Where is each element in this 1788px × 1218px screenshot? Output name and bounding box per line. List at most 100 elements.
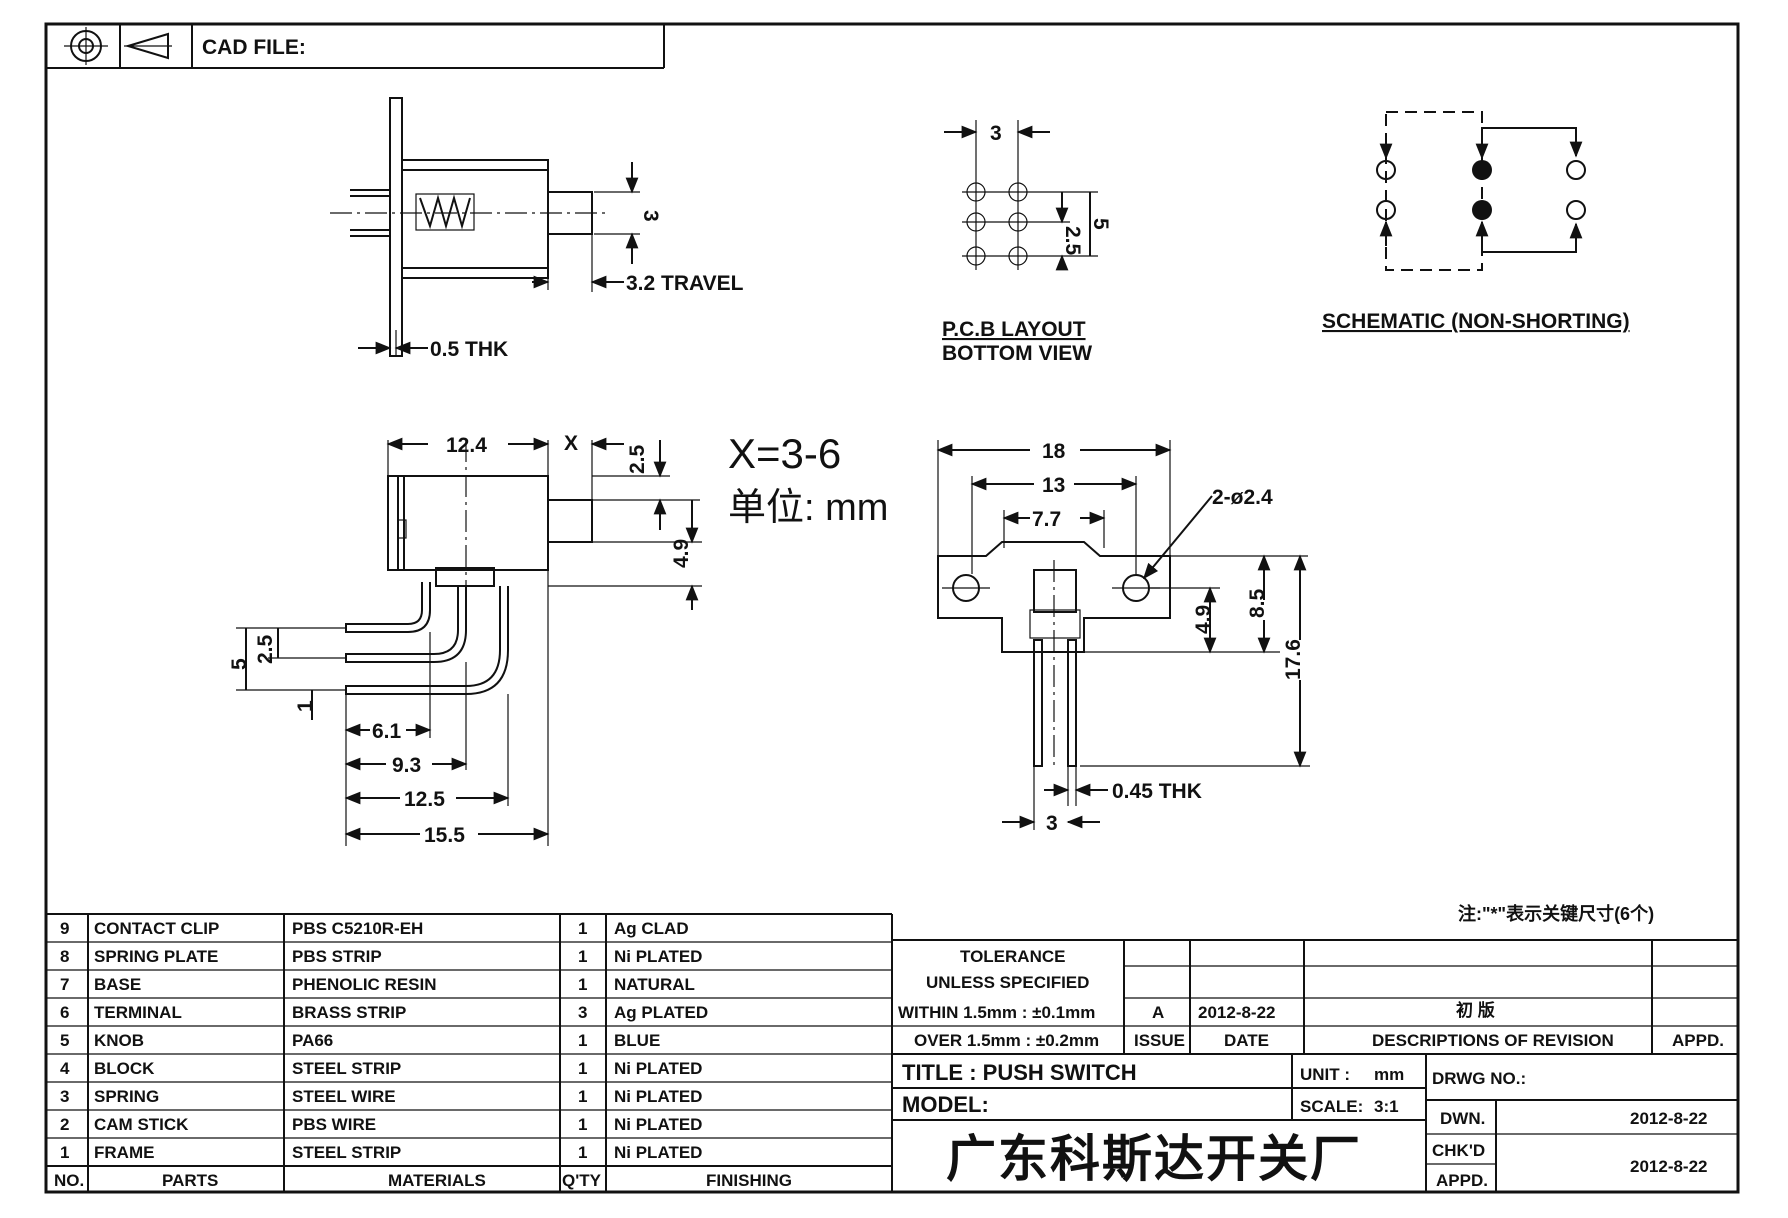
tolerance-title: TOLERANCE [960, 947, 1065, 966]
dim-7-7: 7.7 [1032, 508, 1061, 531]
pcb-pitch-x: 3 [990, 122, 1002, 145]
tolerance-line1: WITHIN 1.5mm : ±0.1mm [898, 1003, 1095, 1022]
unit-label: UNIT : [1300, 1065, 1350, 1084]
bom-cell-finish: BLUE [614, 1031, 660, 1050]
bom-header-materials: MATERIALS [388, 1171, 486, 1190]
bom-cell-part: SPRING PLATE [94, 947, 218, 966]
bom-cell-no: 3 [60, 1087, 69, 1106]
dim-x: X [564, 432, 578, 455]
model-label: MODEL: [902, 1092, 989, 1117]
cad-file-label: CAD FILE: [202, 36, 306, 59]
bom-header: NO. PARTS MATERIALS Q'TY FINISHING [54, 1171, 792, 1190]
appd2-label: APPD. [1436, 1171, 1488, 1190]
bom-cell-no: 8 [60, 947, 69, 966]
bom-cell-finish: Ag PLATED [614, 1003, 708, 1022]
bom-cell-finish: Ag CLAD [614, 919, 689, 938]
bom-cell-no: 9 [60, 919, 69, 938]
revision-issue: A [1152, 1003, 1164, 1022]
bom-cell-qty: 1 [578, 919, 587, 938]
bom-cell-no: 5 [60, 1031, 69, 1050]
bom-cell-finish: Ni PLATED [614, 1087, 702, 1106]
dim-pitch-3: 3 [1046, 812, 1058, 835]
bom-cell-part: KNOB [94, 1031, 144, 1050]
dim-15-5: 15.5 [424, 824, 465, 847]
title-block [892, 939, 1738, 1192]
bom-cell-part: BASE [94, 975, 141, 994]
bom-cell-material: STEEL STRIP [292, 1143, 401, 1162]
bom-cell-no: 4 [60, 1059, 70, 1078]
bom-cell-material: PBS STRIP [292, 947, 382, 966]
bom-table [46, 913, 893, 1192]
schematic-caption: SCHEMATIC (NON-SHORTING) [1322, 310, 1630, 333]
tolerance-subtitle: UNLESS SPECIFIED [926, 973, 1089, 992]
pcb-caption-1: P.C.B LAYOUT [942, 318, 1086, 341]
front-view: 18 13 7.7 2-ø2.4 4.9 8.5 17.6 0.45 THK [936, 440, 1310, 835]
bom-cell-material: STEEL WIRE [292, 1087, 396, 1106]
unit-value: mm [1374, 1065, 1404, 1084]
bom-cell-qty: 1 [578, 1087, 587, 1106]
dim-left-2-5: 2.5 [254, 634, 277, 664]
bom-header-no: NO. [54, 1171, 84, 1190]
bom-cell-no: 1 [60, 1143, 69, 1162]
dim-thk-0-45: 0.45 THK [1112, 780, 1202, 803]
bom-cell-no: 2 [60, 1115, 69, 1134]
dim-height-3: 3 [639, 210, 662, 222]
dim-thk: 0.5 THK [430, 338, 508, 361]
dim-holes: 2-ø2.4 [1212, 486, 1273, 509]
pcb-layout: 3 2.5 5 P.C.B LAYOUT BOTTOM VIEW [942, 120, 1112, 365]
bom-cell-qty: 1 [578, 1059, 587, 1078]
bom-cell-qty: 1 [578, 1031, 587, 1050]
issue-label: ISSUE [1134, 1031, 1185, 1050]
dwn-date: 2012-8-22 [1630, 1109, 1708, 1128]
drwg-no-label: DRWG NO.: [1432, 1069, 1526, 1088]
dim-9-3: 9.3 [392, 754, 421, 777]
dim-8-5: 8.5 [1246, 588, 1269, 618]
bom-cell-finish: Ni PLATED [614, 1143, 702, 1162]
chk-date: 2012-8-22 [1630, 1157, 1708, 1176]
scale-value: 3:1 [1374, 1097, 1399, 1116]
appd-label: APPD. [1672, 1031, 1724, 1050]
side-view-top: 3 3.2 TRAVEL 0.5 THK [330, 97, 744, 361]
schematic: SCHEMATIC (NON-SHORTING) [1322, 111, 1630, 333]
bom-cell-qty: 1 [578, 1143, 587, 1162]
pcb-pitch-y2: 5 [1089, 218, 1112, 230]
bom-cell-finish: NATURAL [614, 975, 695, 994]
bom-cell-qty: 1 [578, 947, 587, 966]
bom-cell-material: PHENOLIC RESIN [292, 975, 437, 994]
bom-cell-part: CAM STICK [94, 1115, 189, 1134]
side-view-main: 12.4 X 2.5 4.9 5 2.5 1 6.1 9 [228, 432, 702, 847]
scale-label: SCALE: [1300, 1097, 1363, 1116]
bom-cell-material: BRASS STRIP [292, 1003, 406, 1022]
x-note: X=3-6 [728, 430, 841, 477]
tolerance-line2: OVER 1.5mm : ±0.2mm [914, 1031, 1099, 1050]
dim-12-5: 12.5 [404, 788, 445, 811]
date-label: DATE [1224, 1031, 1269, 1050]
bom-cell-qty: 1 [578, 975, 587, 994]
dim-18: 18 [1042, 440, 1066, 463]
revision-description: 初 版 [1456, 1000, 1495, 1020]
bom-cell-finish: Ni PLATED [614, 1115, 702, 1134]
revision-date: 2012-8-22 [1198, 1003, 1276, 1022]
bom-header-qty: Q'TY [562, 1171, 602, 1190]
bom-cell-part: TERMINAL [94, 1003, 182, 1022]
dim-2-5-top: 2.5 [626, 444, 649, 474]
key-dimension-note: 注:"*"表示关键尺寸(6个) [1458, 903, 1654, 924]
dim-left-1: 1 [294, 700, 317, 712]
dim-4-9-front: 4.9 [1192, 605, 1215, 634]
bom-cell-part: FRAME [94, 1143, 154, 1162]
bom-cell-material: STEEL STRIP [292, 1059, 401, 1078]
pcb-caption-2: BOTTOM VIEW [942, 342, 1092, 365]
company-name: 广东科斯达开关厂 [946, 1131, 1362, 1187]
bom-cell-material: PBS WIRE [292, 1115, 376, 1134]
bom-cell-part: SPRING [94, 1087, 159, 1106]
dim-17-6: 17.6 [1282, 639, 1305, 680]
bom-cell-no: 6 [60, 1003, 69, 1022]
bom-header-finishing: FINISHING [706, 1171, 792, 1190]
bom-cell-part: BLOCK [94, 1059, 155, 1078]
unit-note: 单位: mm [728, 487, 888, 529]
dim-6-1: 6.1 [372, 720, 402, 743]
bom-cell-material: PA66 [292, 1031, 333, 1050]
bom-cell-material: PBS C5210R-EH [292, 919, 423, 938]
